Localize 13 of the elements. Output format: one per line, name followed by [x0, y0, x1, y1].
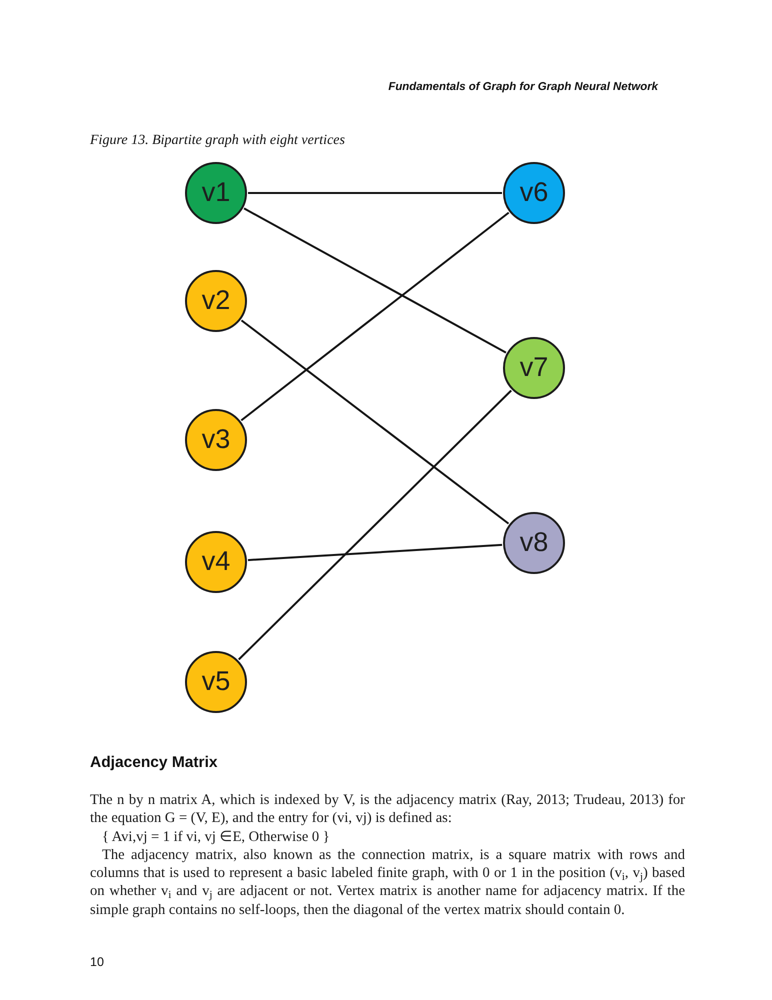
body-paragraph: The n by n matrix A, which is indexed by V, is the adjacency matrix (Ray, 2013; Trudeau, 2013) for the equation G = (V, E), and the entry for (vi, vj) is defined as: [90, 791, 685, 828]
edge-line [240, 320, 510, 524]
figure-caption: Figure 13. Bipartite graph with eight vertices [90, 132, 345, 150]
formula-text: { Avi,vj = 1 if vi, vj ∈E, Otherwise 0 } [101, 828, 331, 846]
section-heading: Adjacency Matrix [90, 753, 218, 773]
edge-line [238, 390, 512, 660]
page-number: 10 [90, 954, 104, 971]
body-paragraph: The adjacency matrix, also known as the connection matrix, is a square matrix with rows and columns that is used to represent a basic labeled finite graph, with 0 or 1 in the position (v$_{i}$, v$_{j}$) based on whether v$_{i}$ and v$_{j}$ are adjacent or not. Vertex matrix is another name for adjacency matrix. If the simple graph contains no self-loops, then the diagonal of the vertex matrix should contain 0. [90, 846, 685, 920]
edge-line [248, 192, 502, 194]
edge-line [244, 208, 506, 354]
running-header: Fundamentals of Graph for Graph Neural Network [388, 80, 658, 95]
edge-line [248, 544, 502, 562]
edge-line [240, 212, 510, 422]
